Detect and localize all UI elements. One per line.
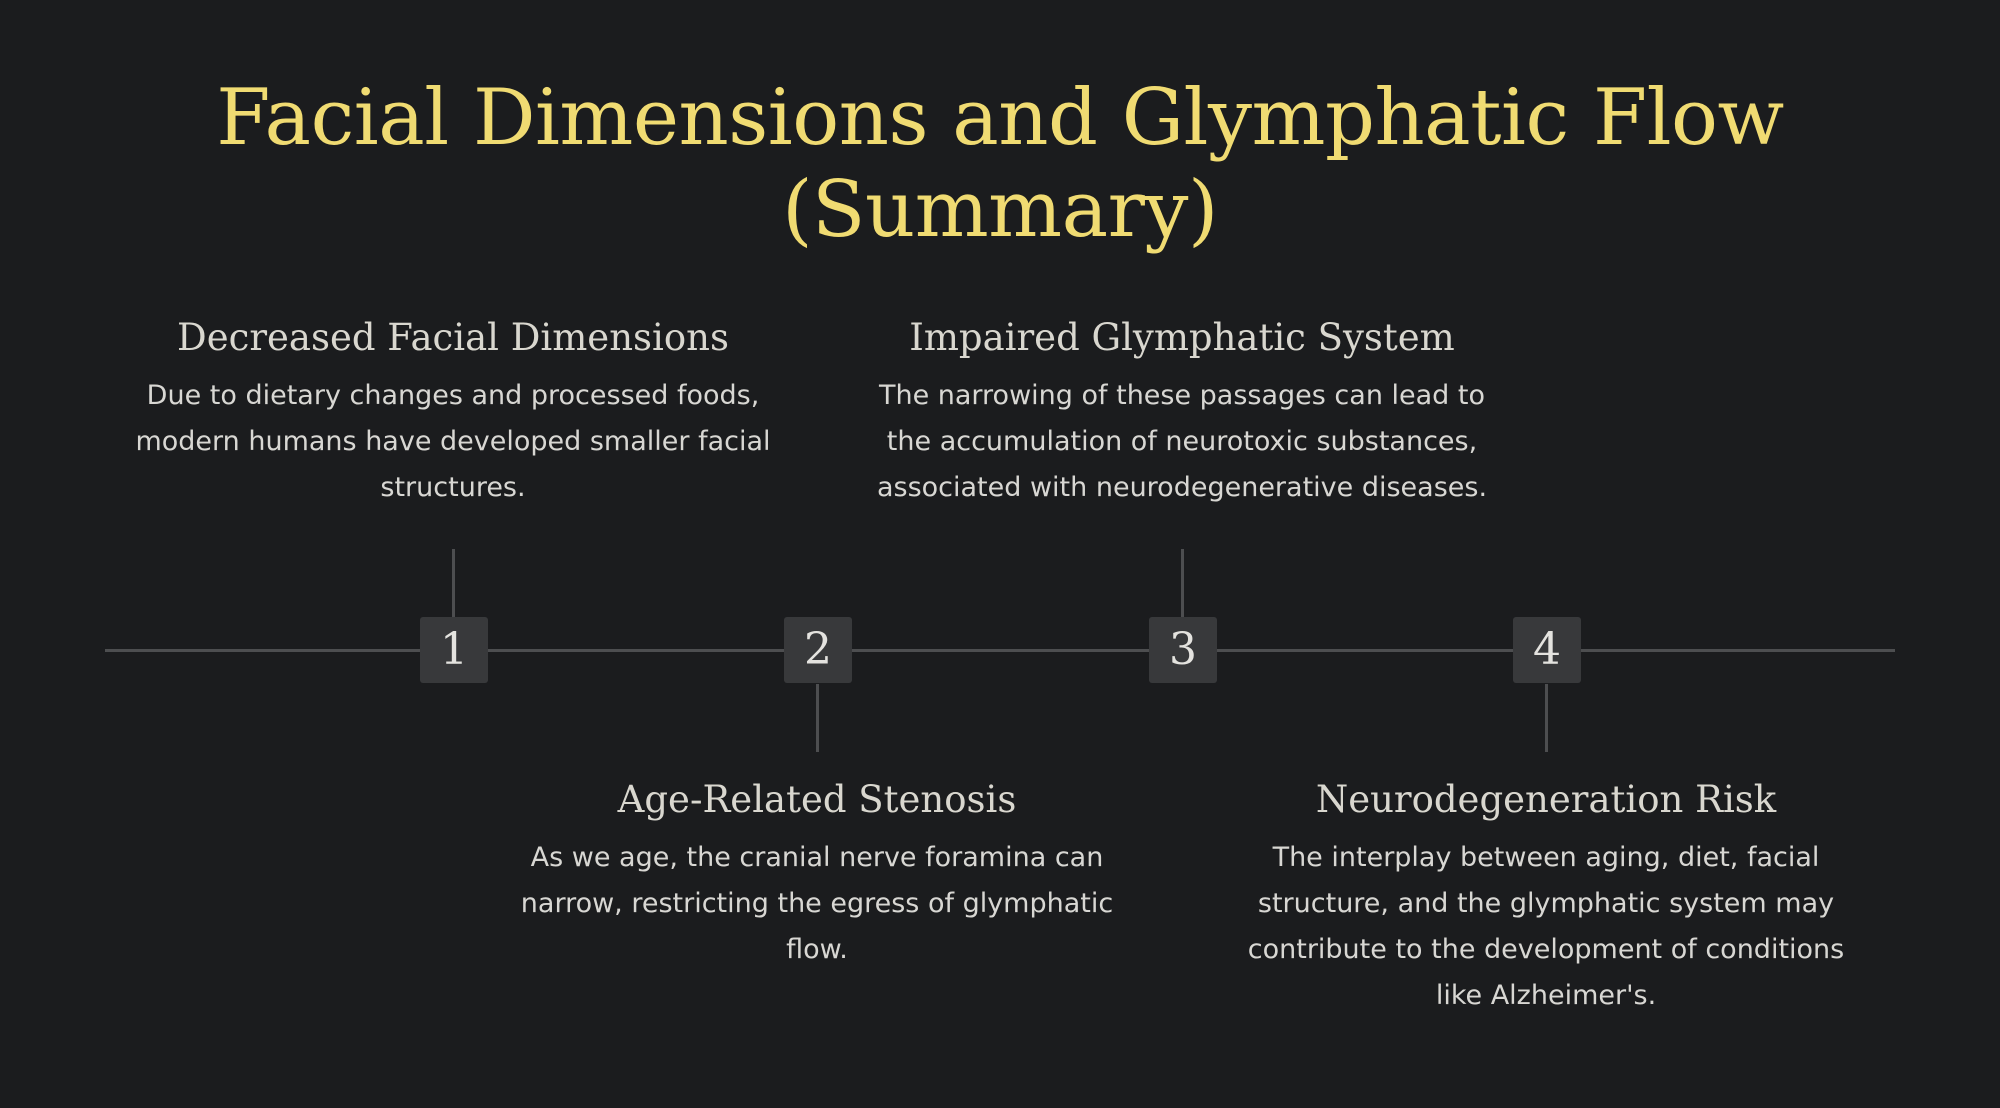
connector-3 xyxy=(1181,549,1184,617)
step-1: Decreased Facial Dimensions Due to dieta… xyxy=(113,313,793,511)
connector-1 xyxy=(452,549,455,617)
timeline-line xyxy=(105,649,1895,652)
step-description: The interplay between aging, diet, facia… xyxy=(1247,842,1845,1011)
step-2: Age-Related Stenosis As we age, the cran… xyxy=(477,775,1157,973)
step-4: Neurodegeneration Risk The interplay bet… xyxy=(1206,775,1886,1019)
step-description: The narrowing of these passages can lead… xyxy=(876,380,1488,503)
step-marker-2: 2 xyxy=(784,617,852,683)
connector-2 xyxy=(816,684,819,752)
step-title: Age-Related Stenosis xyxy=(617,778,1017,821)
connector-4 xyxy=(1545,684,1548,752)
step-3: Impaired Glymphatic System The narrowing… xyxy=(842,313,1522,511)
step-description: Due to dietary changes and processed foo… xyxy=(135,380,771,503)
step-marker-3: 3 xyxy=(1149,617,1217,683)
step-title: Neurodegeneration Risk xyxy=(1315,778,1777,821)
slide-title: Facial Dimensions and Glymphatic Flow (S… xyxy=(216,73,1784,255)
step-description: As we age, the cranial nerve foramina ca… xyxy=(520,842,1114,965)
step-title: Impaired Glymphatic System xyxy=(909,316,1455,359)
step-marker-4: 4 xyxy=(1513,617,1581,683)
step-marker-1: 1 xyxy=(420,617,488,683)
step-title: Decreased Facial Dimensions xyxy=(177,316,729,359)
